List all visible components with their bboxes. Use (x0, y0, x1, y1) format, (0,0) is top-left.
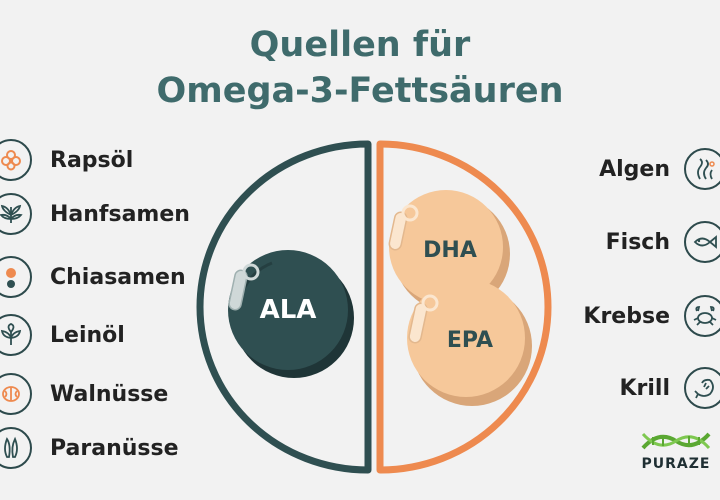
hemp-leaf-icon (0, 193, 32, 235)
epa-capsule (407, 279, 532, 406)
plant-source-item: Chiasamen (0, 252, 186, 302)
page-title: Quellen für Omega-3-Fettsäuren (0, 22, 720, 114)
brazil-nut-icon (0, 427, 32, 469)
plant-source-label: Rapsöl (50, 147, 134, 173)
ala-label: ALA (259, 295, 317, 325)
plant-source-label: Leinöl (50, 322, 125, 348)
flax-plant-icon (0, 314, 32, 356)
logo-text: PURAZE (641, 456, 711, 472)
dha-label: DHA (423, 238, 477, 263)
marine-source-label: Fisch (605, 229, 670, 255)
marine-source-item: Fisch (606, 217, 720, 267)
title-line-2: Omega-3-Fettsäuren (156, 71, 564, 111)
marine-source-item: Krebse (583, 291, 720, 341)
puraze-logo: PURAZE (636, 428, 716, 472)
epa-label: EPA (446, 328, 494, 353)
plant-half-circle (196, 140, 372, 474)
plant-source-item: Hanfsamen (0, 189, 190, 239)
shrimp-icon (684, 367, 720, 409)
plant-source-item: Leinöl (0, 310, 125, 360)
plant-source-label: Paranüsse (50, 435, 179, 461)
rapeseed-flower-icon (0, 139, 32, 181)
plant-source-label: Hanfsamen (50, 201, 190, 227)
marine-source-label: Krill (619, 375, 670, 401)
plant-source-item: Paranüsse (0, 423, 179, 473)
ala-capsule (228, 250, 354, 378)
marine-source-item: Algen (599, 144, 720, 194)
algae-icon (684, 148, 720, 190)
chia-seed-icon (0, 256, 32, 298)
plant-source-item: Rapsöl (0, 135, 133, 185)
marine-source-label: Algen (599, 156, 670, 182)
marine-source-label: Krebse (583, 303, 670, 329)
plant-source-label: Walnüsse (50, 381, 169, 407)
crab-icon (684, 295, 720, 337)
dna-helix-icon (641, 432, 711, 450)
fish-icon (684, 221, 720, 263)
walnut-icon (0, 373, 32, 415)
marine-half-circle (376, 140, 552, 474)
plant-source-item: Walnüsse (0, 369, 168, 419)
plant-source-label: Chiasamen (50, 264, 186, 290)
title-line-1: Quellen für (249, 25, 471, 65)
marine-source-item: Krill (619, 363, 720, 413)
